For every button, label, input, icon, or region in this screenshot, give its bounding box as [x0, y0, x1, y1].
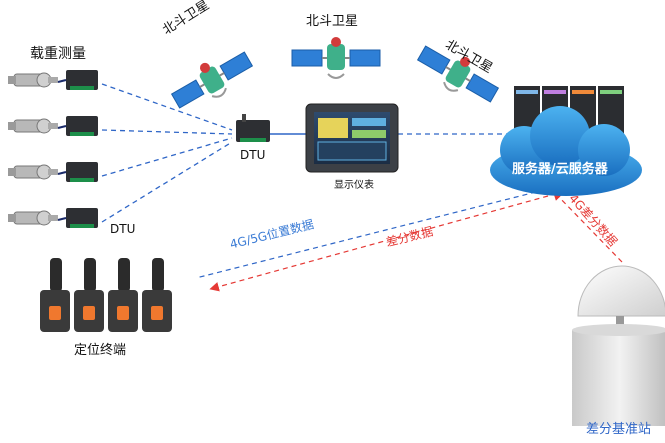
satellite-mid-label: 北斗卫星: [306, 14, 359, 29]
center-dtu-label: DTU: [240, 148, 266, 162]
terminals-label: 定位终端: [74, 343, 127, 358]
base-station-label: 差分基准站: [586, 422, 652, 437]
dtu-device-icon: [57, 208, 98, 228]
link-base-to-server: [552, 190, 623, 263]
terminal-device-1: [40, 258, 70, 332]
sensor-row-2: [8, 116, 98, 136]
sensor-links: [101, 83, 233, 223]
link-sensor-4: [101, 141, 233, 223]
display-instrument-icon: [305, 103, 399, 173]
cloud-shape: [490, 106, 642, 196]
link-sensor-3: [101, 137, 233, 177]
link-diff-data: [209, 195, 549, 292]
server-label: 服务器/云服务器: [512, 162, 608, 177]
link-sensor-2: [101, 129, 233, 135]
satellite-mid-icon: [291, 37, 381, 79]
satellite-left-icon: [170, 51, 254, 109]
terminal-device-3: [108, 258, 138, 332]
terminal-device-2: [74, 258, 104, 332]
sensor-row-3: [8, 162, 98, 182]
left-dtu-label: DTU: [110, 222, 136, 236]
satellite-right-icon: [416, 45, 500, 103]
load-cell-icon: [8, 210, 58, 226]
link-4g5g-data: [195, 191, 537, 279]
load-cell-icon: [8, 118, 58, 134]
center-dtu-icon: [236, 114, 270, 142]
dtu-device-icon: [57, 70, 98, 90]
load-cell-icon: [8, 72, 58, 88]
sensor-row-4: [8, 208, 98, 228]
load-measure-label: 载重测量: [30, 46, 86, 62]
dtu-device-icon: [57, 116, 98, 136]
terminal-device-4: [142, 258, 172, 332]
display-label: 显示仪表: [334, 180, 374, 191]
dtu-device-icon: [57, 162, 98, 182]
sensor-row-1: [8, 70, 98, 90]
load-cell-icon: [8, 164, 58, 180]
link-sensor-1: [101, 83, 233, 131]
base-station-icon: [572, 265, 665, 426]
